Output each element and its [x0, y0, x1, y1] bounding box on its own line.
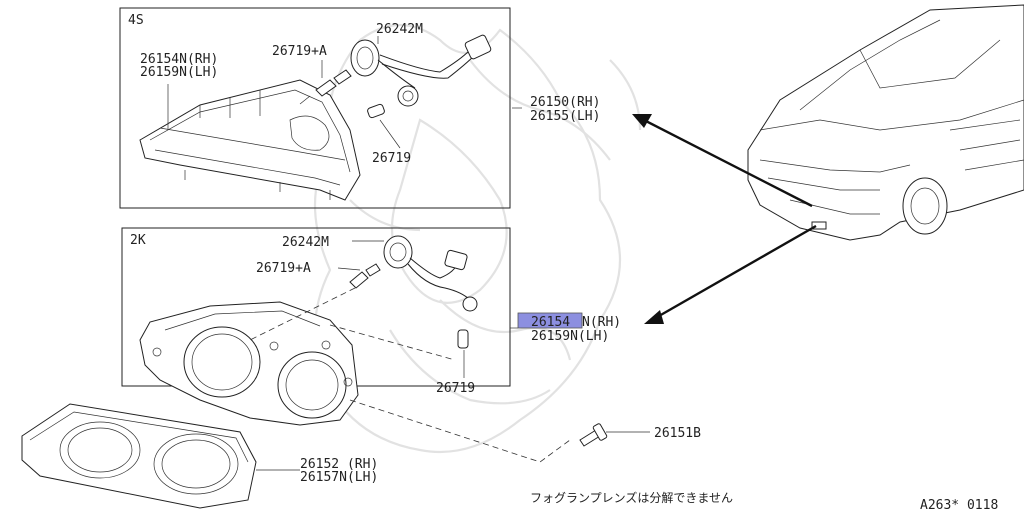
box-2k-label: 2K	[130, 233, 146, 248]
bulb-26719a-4s	[299, 69, 352, 105]
callout-26154n-bot-a[interactable]: 26154	[531, 315, 570, 330]
callout-26154n-top: 26154N(RH)	[140, 52, 218, 67]
callout-26159n-top: 26159N(LH)	[140, 65, 218, 80]
callout-26154n-bot-b: N(RH)	[582, 315, 621, 330]
callout-26719-top: 26719	[372, 151, 411, 166]
callout-26242m-bot: 26242M	[282, 235, 329, 250]
highlight-26154[interactable]	[517, 312, 583, 329]
watermark-emblem	[313, 23, 642, 454]
screw-26151b	[579, 423, 608, 447]
dash-screw	[349, 399, 571, 463]
box-4s	[119, 7, 511, 209]
note-jp: フォグランプレンズは分解できません	[530, 490, 733, 505]
callout-26155: 26155(LH)	[530, 109, 600, 124]
callout-26719a-bot: 26719+A	[256, 261, 311, 276]
callout-26719-bot: 26719	[436, 381, 475, 396]
lens-26152	[21, 403, 257, 509]
socket-26242m-2k	[383, 235, 478, 349]
fog-lamp-2k	[139, 301, 359, 426]
callout-26151b: 26151B	[654, 426, 701, 441]
callout-26157n: 26157N(LH)	[300, 470, 378, 485]
callout-26719a-top: 26719+A	[272, 44, 327, 59]
box-4s-label: 4S	[128, 13, 144, 28]
callout-26150: 26150(RH)	[530, 95, 600, 110]
callout-26242m-top: 26242M	[376, 22, 423, 37]
socket-26242m-4s	[350, 34, 492, 107]
callout-26152: 26152 (RH)	[300, 457, 378, 472]
callout-26159n-bot: 26159N(LH)	[531, 329, 609, 344]
fog-lamp-4s	[139, 79, 361, 201]
diagram-code: A263* 0118	[920, 498, 998, 511]
bulb-26719a-2k	[349, 263, 381, 289]
car-illustration	[747, 4, 1024, 241]
arrows	[632, 114, 817, 324]
leader-26719a-bot	[337, 267, 361, 271]
dash-small-bulb	[329, 324, 456, 361]
bulb-26719-4s	[367, 103, 401, 149]
